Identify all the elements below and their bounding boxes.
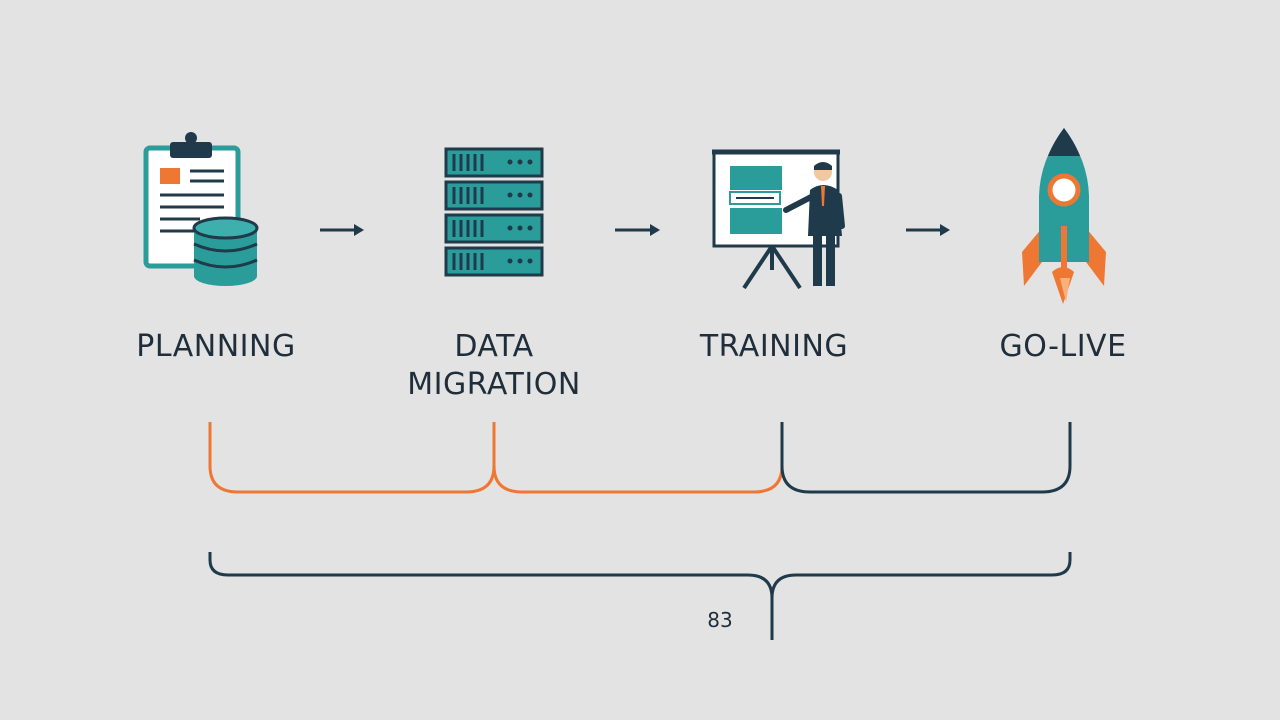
rocket-icon: [1022, 128, 1106, 304]
bracket-overall: [208, 552, 1072, 640]
arrow-right-icon: [906, 224, 950, 236]
server-rack-icon: [444, 147, 544, 277]
clipboard-database-icon: [143, 132, 259, 286]
total-duration-label: 83: [707, 608, 733, 632]
stage-label-training: TRAINING: [644, 328, 904, 366]
bracket-training-golive: [780, 422, 1072, 494]
stage-label-line: TRAINING: [699, 329, 849, 364]
stage-label-planning: PLANNING: [86, 328, 346, 366]
arrow-right-icon: [615, 224, 660, 236]
stage-label-line: GO-LIVE: [999, 329, 1127, 364]
stage-label-line: PLANNING: [136, 329, 296, 364]
stage-label-go-live: GO-LIVE: [933, 328, 1193, 366]
stage-label-line: DATA: [454, 329, 534, 364]
bracket-migration-training: [492, 465, 784, 494]
stage-label-data-migration: DATA MIGRATION: [364, 328, 624, 404]
arrow-right-icon: [320, 224, 364, 236]
presenter-whiteboard-icon: [712, 149, 845, 290]
stage-label-line: MIGRATION: [407, 367, 581, 402]
bracket-planning-migration: [208, 422, 496, 494]
